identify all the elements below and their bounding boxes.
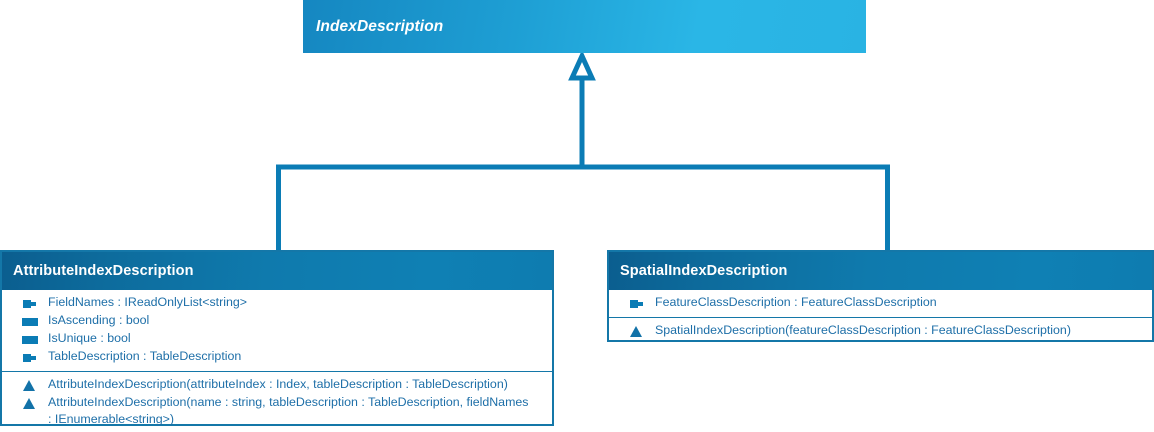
methods-compartment: SpatialIndexDescription(featureClassDesc…	[609, 317, 1152, 345]
method-label: SpatialIndexDescription(featureClassDesc…	[655, 323, 1071, 337]
generalization-arrowhead	[568, 49, 596, 81]
class-box-attribute-index-description[interactable]: AttributeIndexDescription FieldNames : I…	[0, 250, 554, 426]
property-label: FieldNames : IReadOnlyList<string>	[48, 295, 248, 309]
class-box-index-description[interactable]: IndexDescription	[303, 0, 866, 53]
class-title-attribute-index-description: AttributeIndexDescription	[2, 252, 552, 290]
property-row[interactable]: FieldNames : IReadOnlyList<string>	[2, 294, 552, 312]
method-row[interactable]: AttributeIndexDescription(name : string,…	[2, 394, 552, 427]
class-box-spatial-index-description[interactable]: SpatialIndexDescription FeatureClassDesc…	[607, 250, 1154, 342]
property-row[interactable]: FeatureClassDescription : FeatureClassDe…	[609, 294, 1152, 312]
property-readonly-icon	[629, 296, 646, 312]
property-label: FeatureClassDescription : FeatureClassDe…	[655, 295, 937, 309]
method-row[interactable]: AttributeIndexDescription(attributeIndex…	[2, 376, 552, 394]
property-readwrite-icon	[22, 314, 39, 330]
method-label: AttributeIndexDescription(attributeIndex…	[48, 377, 508, 391]
method-label: AttributeIndexDescription(name : string,…	[48, 395, 529, 426]
property-readwrite-icon	[22, 332, 39, 348]
properties-compartment: FieldNames : IReadOnlyList<string> IsAsc…	[2, 290, 552, 371]
method-row[interactable]: SpatialIndexDescription(featureClassDesc…	[609, 322, 1152, 340]
property-row[interactable]: TableDescription : TableDescription	[2, 348, 552, 366]
method-icon	[22, 378, 39, 394]
property-readonly-icon	[22, 350, 39, 366]
class-title-index-description: IndexDescription	[303, 0, 866, 53]
methods-compartment: AttributeIndexDescription(attributeIndex…	[2, 371, 552, 432]
property-label: TableDescription : TableDescription	[48, 349, 242, 363]
property-label: IsAscending : bool	[48, 313, 150, 327]
method-icon	[22, 396, 39, 412]
property-readonly-icon	[22, 296, 39, 312]
properties-compartment: FeatureClassDescription : FeatureClassDe…	[609, 290, 1152, 317]
property-label: IsUnique : bool	[48, 331, 131, 345]
method-icon	[629, 324, 646, 340]
property-row[interactable]: IsAscending : bool	[2, 312, 552, 330]
property-row[interactable]: IsUnique : bool	[2, 330, 552, 348]
class-title-spatial-index-description: SpatialIndexDescription	[609, 252, 1152, 290]
